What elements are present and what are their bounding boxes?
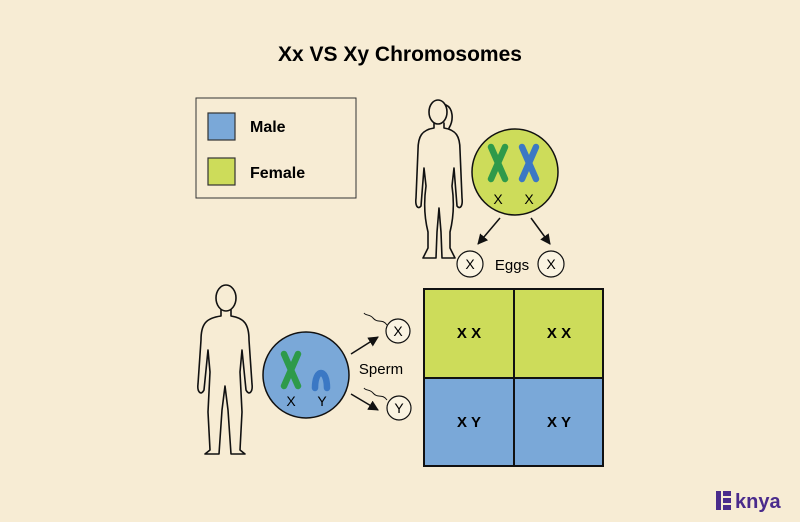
chromosome-x-icon [280,350,302,390]
legend-label-male: Male [250,119,286,136]
female-cell: X X [471,128,559,216]
chromosome-x-icon [518,143,540,183]
punnett-cell-label: X X [457,325,481,342]
punnett-cell [514,289,603,378]
arrow-to-sperm [350,336,379,355]
male-chromosome-label: X [286,393,296,409]
arrow-to-egg [477,217,501,245]
arrow-to-sperm [350,393,379,411]
female-chromosome-label: X [493,191,503,207]
brand-name: knya [735,491,781,513]
eggs-label: Eggs [495,257,529,274]
svg-text:Y: Y [394,400,404,416]
punnett-cell-label: X Y [457,414,481,431]
male-figure-icon [197,284,253,455]
legend: Male Female [195,97,357,199]
punnett-cell [424,378,514,466]
punnett-cell-label: X Y [547,414,571,431]
male-cell: X Y [262,331,350,419]
egg-gamete: X [456,250,484,278]
arrow-to-egg [530,217,551,245]
punnett-square: X X X X X Y X Y [423,288,604,467]
sperm-gamete: Y [363,387,412,421]
egg-gamete: X [537,250,565,278]
svg-text:X: X [546,256,556,272]
punnett-cell [424,289,514,378]
female-figure-icon [415,99,463,259]
chromosome-y-icon [311,369,331,392]
chromosome-x-icon [487,143,509,183]
svg-text:X: X [465,256,475,272]
sperm-gamete: X [363,312,411,344]
male-chromosome-label: Y [317,393,327,409]
legend-label-female: Female [250,165,305,182]
knya-logo-icon [716,491,731,510]
punnett-cell-label: X X [547,325,571,342]
female-chromosome-label: X [524,191,534,207]
svg-text:X: X [393,323,403,339]
page-title: Xx VS Xy Chromosomes [278,43,522,66]
punnett-cell [514,378,603,466]
sperm-label: Sperm [359,361,403,378]
legend-swatch-female [207,157,236,186]
legend-swatch-male [207,112,236,141]
